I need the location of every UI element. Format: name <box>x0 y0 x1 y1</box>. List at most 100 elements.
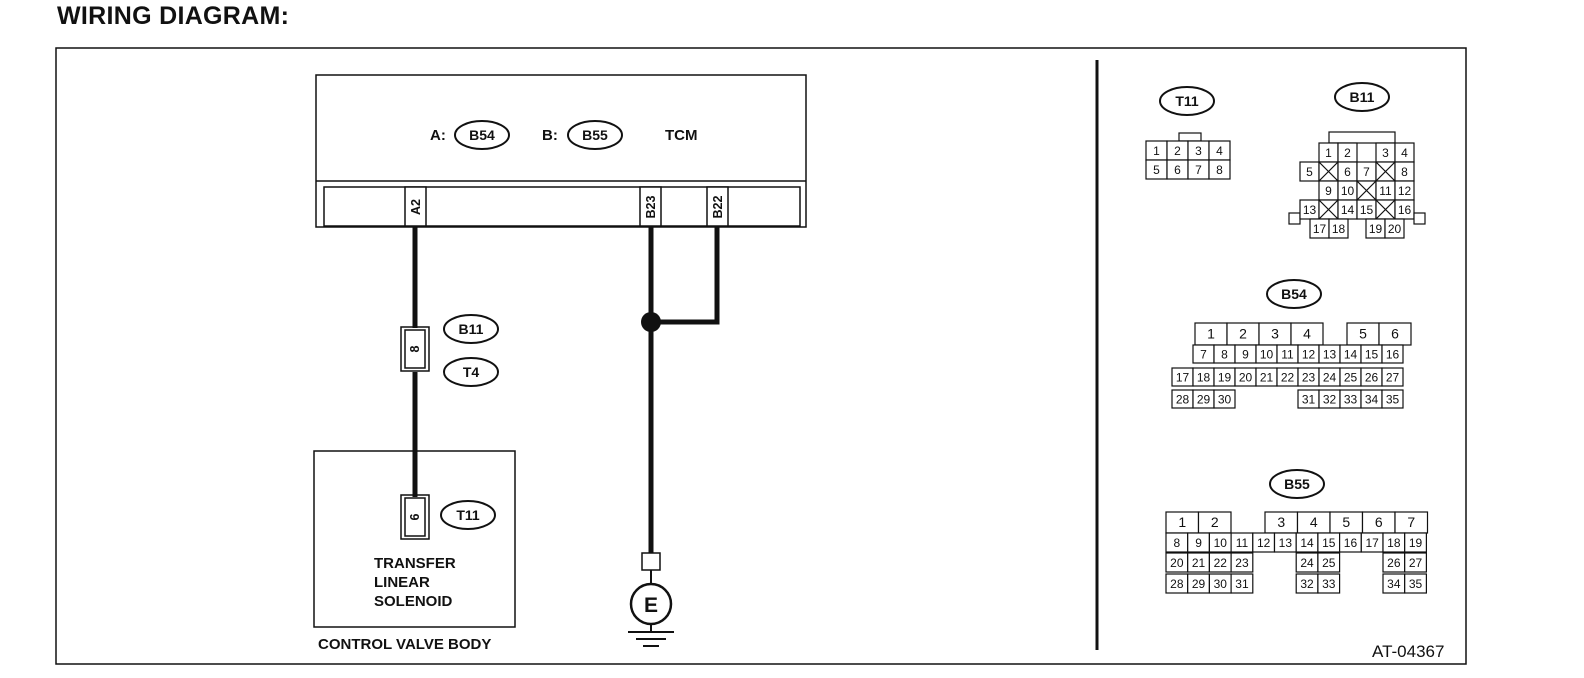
b54-pin-number: 7 <box>1200 348 1207 362</box>
ground-symbol <box>628 552 674 647</box>
b11-pin-cell <box>1384 218 1405 239</box>
joint-connector: 8 <box>400 326 430 372</box>
b11-oval <box>1334 82 1390 112</box>
b54-pin-number: 6 <box>1391 326 1399 342</box>
tcm-name: TCM <box>665 127 698 144</box>
tcm-a-connector: B54 <box>469 127 495 143</box>
b54-pin-cell <box>1381 344 1404 364</box>
b54-pin-number: 5 <box>1359 326 1367 342</box>
b54-pin-number: 30 <box>1218 393 1232 407</box>
b54-pin-number: 25 <box>1344 371 1358 385</box>
b54-oval <box>1266 279 1322 309</box>
b55-pin-number: 4 <box>1310 514 1318 530</box>
wires <box>412 226 720 553</box>
b11-pin-number: 2 <box>1344 146 1351 160</box>
b54-pin-number: 24 <box>1323 371 1337 385</box>
b11-pin-number: 1 <box>1325 146 1332 160</box>
b11-pin-number: 15 <box>1360 203 1374 217</box>
b11-side-tab <box>1413 212 1426 225</box>
t11-pin-number: 6 <box>1174 163 1181 177</box>
b55-pin-number: 12 <box>1257 536 1271 550</box>
b11-pin-number: 17 <box>1313 222 1327 236</box>
b11-pin-number: 11 <box>1379 184 1392 198</box>
t11-pin-number: 8 <box>1216 163 1223 177</box>
b54-pin-number: 3 <box>1271 326 1279 342</box>
b54-pin-number: 21 <box>1260 371 1274 385</box>
b11-pin-number: 20 <box>1388 222 1402 236</box>
b11-pin-number: 7 <box>1363 165 1370 179</box>
b55-pin-cell <box>1230 573 1254 594</box>
b54-pin-number: 33 <box>1344 393 1358 407</box>
b55-pin-number: 15 <box>1322 536 1336 550</box>
tcm-a-prefix: A: <box>430 127 446 144</box>
b54-pin-number: 28 <box>1176 393 1190 407</box>
b11-pin-number: 12 <box>1398 184 1412 198</box>
oval-t4 <box>443 357 499 387</box>
b55-pin-number: 33 <box>1322 577 1336 591</box>
control-valve-body-label: CONTROL VALVE BODY <box>318 636 491 653</box>
tcm-b-connector: B55 <box>582 127 608 143</box>
b54-pin-number: 10 <box>1260 348 1274 362</box>
b55-pin-number: 26 <box>1387 556 1401 570</box>
joint-label-bottom: T4 <box>463 364 480 380</box>
blank-pin-cross <box>1318 199 1339 220</box>
b54-pin-number: 20 <box>1239 371 1253 385</box>
b11-pin-number: 8 <box>1401 165 1408 179</box>
b55-pin-number: 10 <box>1214 536 1228 550</box>
tcm-box <box>315 74 807 228</box>
b54-pin-number: 27 <box>1386 371 1400 385</box>
b54-pin-number: 14 <box>1344 348 1358 362</box>
b55-pin-number: 25 <box>1322 556 1336 570</box>
b55-pin-number: 20 <box>1170 556 1184 570</box>
b55-pin-number: 1 <box>1178 514 1186 530</box>
b54-pin-number: 16 <box>1386 348 1400 362</box>
b11-latch <box>1328 131 1396 144</box>
b55-label: B55 <box>1284 476 1310 492</box>
b54-pin-number: 34 <box>1365 393 1379 407</box>
t11-oval <box>1159 86 1215 116</box>
b55-pin-number: 35 <box>1409 577 1423 591</box>
b54-pin-number: 1 <box>1207 326 1215 342</box>
b54-pin-number: 18 <box>1197 371 1211 385</box>
b11-label: B11 <box>1350 89 1375 105</box>
b54-pin-number: 11 <box>1281 348 1294 362</box>
b55-pin-cell <box>1317 573 1341 594</box>
b55-pin-number: 3 <box>1277 514 1285 530</box>
solenoid-connector-label: T11 <box>456 507 480 523</box>
oval-b55 <box>567 120 623 150</box>
b11-pin-number: 18 <box>1332 222 1346 236</box>
b54-pin-cell <box>1381 389 1404 409</box>
b55-pin-number: 11 <box>1236 536 1249 550</box>
t11-pin-number: 1 <box>1153 144 1160 158</box>
b55-pin-number: 34 <box>1387 577 1401 591</box>
b11-pin-number: 3 <box>1382 146 1389 160</box>
b54-label: B54 <box>1281 286 1307 302</box>
b54-pin-number: 32 <box>1323 393 1337 407</box>
b54-pin-number: 4 <box>1303 326 1311 342</box>
b55-pin-number: 30 <box>1214 577 1228 591</box>
splice-dot <box>641 312 661 332</box>
b54-pin-number: 19 <box>1218 371 1232 385</box>
figure-id: AT-04367 <box>1372 642 1444 661</box>
b54-pin-number: 9 <box>1242 348 1249 362</box>
b54-pin-number: 29 <box>1197 393 1211 407</box>
b54-pin-number: 12 <box>1302 348 1316 362</box>
solenoid-line3: SOLENOID <box>374 593 453 610</box>
b55-pin-number: 19 <box>1409 536 1423 550</box>
t11-pin-number: 3 <box>1195 144 1202 158</box>
b55-pin-number: 13 <box>1279 536 1293 550</box>
svg-text:A2: A2 <box>409 199 423 215</box>
b55-pin-cell <box>1317 552 1341 573</box>
b55-pin-number: 16 <box>1344 536 1358 550</box>
b54-pin-number: 35 <box>1386 393 1400 407</box>
b54-pin-number: 15 <box>1365 348 1379 362</box>
svg-text:6: 6 <box>408 513 422 520</box>
b55-pin-number: 24 <box>1300 556 1314 570</box>
t11-latch <box>1178 132 1202 142</box>
b55-pin-number: 22 <box>1214 556 1228 570</box>
oval-b11-joint <box>443 314 499 344</box>
t11-pin-number: 4 <box>1216 144 1223 158</box>
